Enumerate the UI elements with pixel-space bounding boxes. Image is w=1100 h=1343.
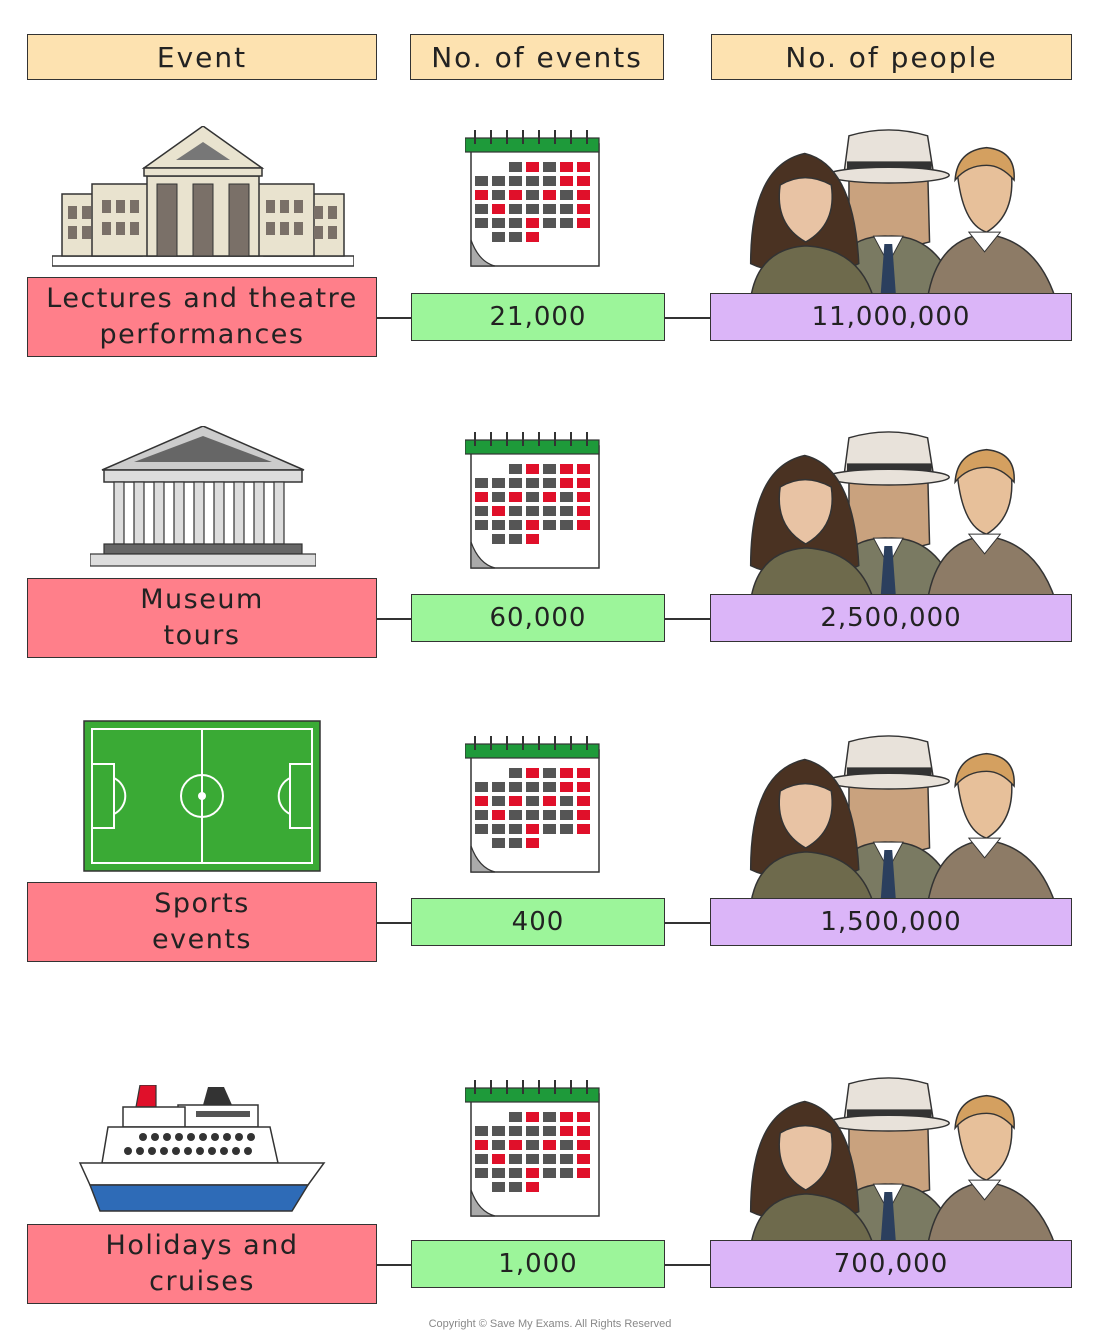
- event-label: Sports events: [27, 882, 377, 962]
- connector-line: [377, 317, 411, 319]
- people-count: 700,000: [710, 1240, 1072, 1288]
- people-count: 2,500,000: [710, 594, 1072, 642]
- event-label-line1: Lectures and theatre: [46, 283, 358, 314]
- connector-line: [377, 618, 411, 620]
- event-label-line2: events: [152, 924, 252, 955]
- event-label-line1: Holidays and: [105, 1230, 299, 1261]
- calendar-icon: [465, 736, 600, 873]
- event-label-line2: cruises: [149, 1266, 255, 1297]
- event-label-line2: tours: [163, 620, 241, 651]
- event-label: Museum tours: [27, 578, 377, 658]
- event-label-line1: Sports: [154, 888, 250, 919]
- event-row-museum: Museum tours 60,000 2,500,000: [0, 420, 1100, 720]
- people-count: 11,000,000: [710, 293, 1072, 341]
- connector-line: [665, 922, 710, 924]
- event-label-line2: performances: [99, 319, 305, 350]
- events-count: 21,000: [411, 293, 665, 341]
- people-icon: [749, 431, 1057, 600]
- header-no-of-events: No. of events: [410, 34, 664, 80]
- people-count: 1,500,000: [710, 898, 1072, 946]
- event-label: Holidays and cruises: [27, 1224, 377, 1304]
- header-no-of-people: No. of people: [711, 34, 1072, 80]
- event-row-holidays: Holidays and cruises 1,000 700,000: [0, 1030, 1100, 1330]
- event-row-sports: Sports events 400 1,500,000: [0, 720, 1100, 1020]
- calendar-icon: [465, 432, 600, 569]
- museum-icon: [90, 426, 316, 567]
- connector-line: [665, 317, 710, 319]
- event-label: Lectures and theatre performances: [27, 277, 377, 357]
- people-icon: [749, 129, 1057, 298]
- football-pitch-icon: [83, 720, 321, 872]
- calendar-icon: [465, 1080, 600, 1217]
- events-count: 60,000: [411, 594, 665, 642]
- building-icon: [52, 126, 354, 267]
- connector-line: [665, 1264, 710, 1266]
- events-count: 400: [411, 898, 665, 946]
- header-event: Event: [27, 34, 377, 80]
- cruise-ship-icon: [78, 1085, 326, 1212]
- connector-line: [665, 618, 710, 620]
- event-label-line1: Museum: [140, 584, 264, 615]
- connector-line: [377, 1264, 411, 1266]
- events-count: 1,000: [411, 1240, 665, 1288]
- event-row-lectures: Lectures and theatre performances 21,000…: [0, 120, 1100, 420]
- calendar-icon: [465, 130, 600, 267]
- connector-line: [377, 922, 411, 924]
- people-icon: [749, 1077, 1057, 1246]
- copyright-text: Copyright © Save My Exams. All Rights Re…: [428, 1318, 672, 1330]
- people-icon: [749, 735, 1057, 904]
